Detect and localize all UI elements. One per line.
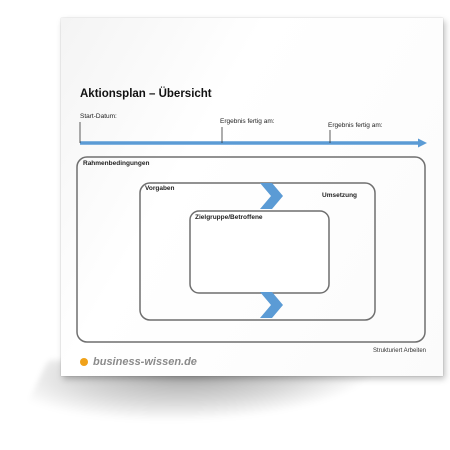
zielgruppe-label: Zielgruppe/Betroffene — [195, 214, 263, 221]
chevron-arrow-bottom — [260, 292, 283, 318]
umsetzung-label: Umsetzung — [322, 192, 358, 199]
timeline-start-label: Start-Datum: — [80, 113, 117, 120]
footer-category: Strukturiert Arbeiten — [372, 348, 426, 354]
page-title: Aktionsplan – Übersicht — [80, 88, 212, 100]
brand-logo: business-wissen.de — [80, 356, 197, 368]
logo-text: business-wissen.de — [93, 356, 197, 368]
box-rahmenbedingungen — [76, 156, 426, 343]
timeline-arrowhead — [418, 138, 427, 148]
logo-dot-icon — [80, 358, 88, 366]
box-zielgruppe — [189, 210, 330, 294]
document-page — [61, 18, 443, 376]
timeline-milestone-2-label: Ergebnis fertig am: — [328, 122, 383, 129]
rahmenbedingungen-label: Rahmenbedingungen — [83, 160, 150, 167]
vorgaben-label: Vorgaben — [145, 185, 175, 192]
chevron-arrow-top — [260, 183, 283, 209]
box-vorgaben-umsetzung — [139, 182, 376, 321]
timeline-milestone-1-label: Ergebnis fertig am: — [220, 118, 275, 125]
